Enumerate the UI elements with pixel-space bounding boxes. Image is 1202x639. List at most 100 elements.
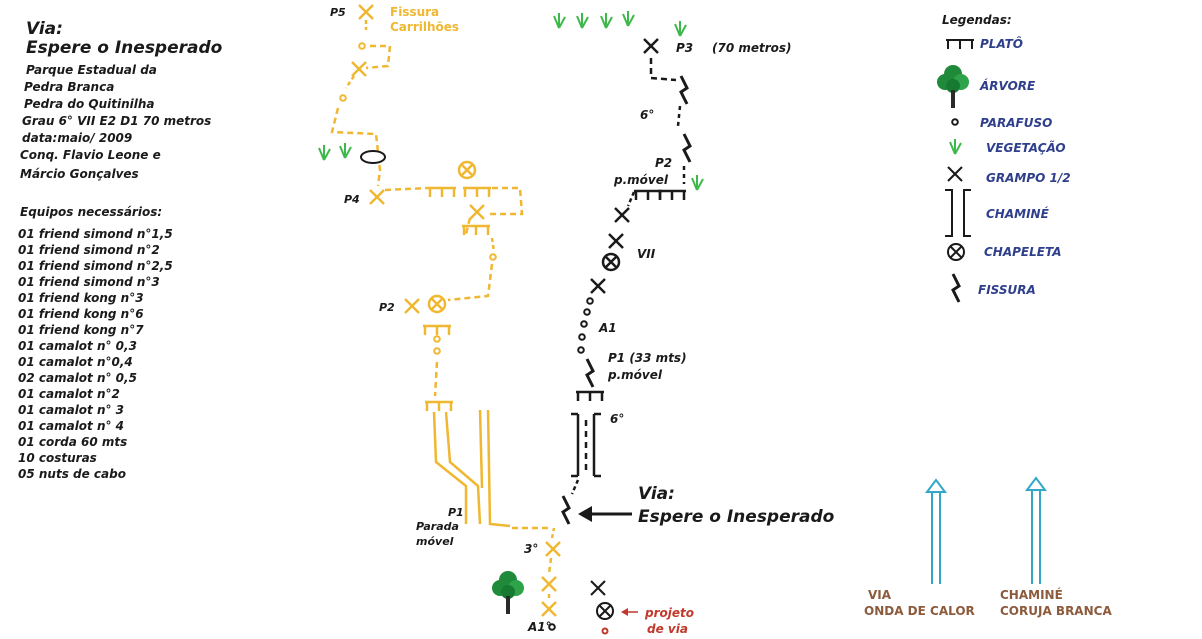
equipment-heading: Equipos necessários: [20,205,162,219]
main-route [561,37,692,526]
bolt-icon [432,346,442,356]
legend-title: Legendas: [942,13,1012,27]
legend-label: VEGETAÇÃO [986,140,1066,155]
label-p4: P4 [344,193,360,206]
label-a1-lower: A1° [527,620,552,634]
project-route: projeto de via [590,580,694,636]
vegetation-icon [576,12,589,29]
staple-icon [403,297,421,315]
anchor-ring [360,150,386,164]
equipment-item: 05 nuts de cabo [18,467,126,481]
project-label-line1: projeto [644,606,694,620]
hanger-icon [427,294,447,314]
vegetation-icon [622,10,635,27]
hanger-icon [947,243,965,261]
legend-label: CHAMINÉ [986,206,1050,221]
plato-icon [945,39,975,50]
label-p2-neighbor: P2 [379,301,395,314]
other-route-line2: ONDA DE CALOR [864,604,975,618]
arrow-up-icon [925,478,947,493]
bolt-icon [585,296,595,306]
vegetation-icon [949,138,962,155]
equipment-item: 01 camalot n° 0,3 [18,339,137,353]
staple-icon [590,580,606,596]
info-detail: Conq. Flavio Leone e [20,148,161,162]
label-p5: P5 [330,6,346,19]
bolt-icon [488,252,498,262]
hanger-icon [596,602,614,620]
bolt-icon [576,345,586,355]
vegetation-icon [691,174,704,191]
label-grade-vii: VII [637,247,656,261]
tree-icon [937,65,969,108]
info-detail: Márcio Gonçalves [20,167,139,181]
equipment-item: 01 camalot n°0,4 [18,355,133,369]
vegetation-icon [674,20,687,37]
vegetation-icon [339,142,352,159]
vegetation-icon [318,144,331,161]
equipment-item: 10 costuras [18,451,97,465]
staple-icon [368,188,386,206]
route-labels: P3 (70 metros) 6° P2 p.móvel VII A1 P1 (… [524,41,792,634]
vegetation-icon [600,12,613,29]
label-p3-distance: (70 metros) [712,41,792,55]
info-detail: Pedra do Quitinilha [24,97,155,111]
bolt-icon [951,118,959,126]
info-detail: data:maio/ 2009 [22,131,132,145]
project-arrow-head [621,608,628,616]
legend: Legendas: PLATÔ ÁRVORE PARAFUSO VEGETAÇÃ… [937,13,1071,304]
crack-icon [585,357,595,389]
label-movel: móvel [416,535,454,548]
legend-label: CHAPELETA [984,245,1062,259]
bolt-icon [579,319,589,329]
chimney-icon [432,411,468,524]
equipment-item: 01 friend simond n°3 [18,275,160,289]
label-p2-note: p.móvel [613,173,669,187]
staple-icon [947,166,963,182]
other-route-labels: VIA ONDA DE CALOR CHAMINÉ CORUJA BRANCA [864,587,1112,618]
chimney-icon [945,189,971,237]
neighbor-labels: P5 Fissura Carrilhões P4 P2 P1 Parada mó… [330,5,464,548]
bolt-icon [577,332,587,342]
crack-icon [951,272,961,304]
bolt-icon [601,627,609,635]
info-title-line1: Via: [26,19,63,39]
equipment-item: 01 camalot n°2 [18,387,120,401]
staple-icon [544,540,562,558]
staple-icon [468,203,486,221]
legend-label: ÁRVORE [979,78,1036,93]
equipment-list: Equipos necessários: 01 friend simond n°… [18,205,173,481]
label-p3: P3 [676,41,693,55]
staple-icon [589,277,607,295]
plato-icon [632,189,664,202]
callout-via: Via: [638,484,675,504]
equipment-item: 01 camalot n° 4 [18,419,124,433]
equipment-item: 01 friend simond n°2,5 [18,259,173,273]
bolt-icon [357,41,367,51]
staple-icon [540,575,558,593]
label-fissura: Fissura [390,5,439,19]
label-grade-3: 3° [524,542,538,556]
equipment-item: 01 corda 60 mts [18,435,127,449]
legend-label: GRAMPO 1/2 [986,171,1071,185]
crack-icon [682,132,692,164]
info-title-line2: Espere o Inesperado [26,38,223,58]
hanger-icon [457,160,477,180]
bolt-icon [582,307,592,317]
label-grade-lower: 6° [610,412,624,426]
callout-route-name: Espere o Inesperado [638,507,835,527]
label-p2: P2 [655,156,672,170]
plato-icon [574,390,606,403]
vegetation-icon [553,12,566,29]
equipment-item: 01 friend simond n°2 [18,243,160,257]
staple-icon [613,206,631,224]
route-name-callout: Via: Espere o Inesperado [578,484,835,527]
equipment-item: 01 friend simond n°1,5 [18,227,173,241]
plato-icon [423,400,455,413]
callout-arrow-head [578,506,592,522]
label-p1-neighbor: P1 [448,506,464,519]
bolt-icon [338,93,348,103]
bolt-icon [432,334,442,344]
